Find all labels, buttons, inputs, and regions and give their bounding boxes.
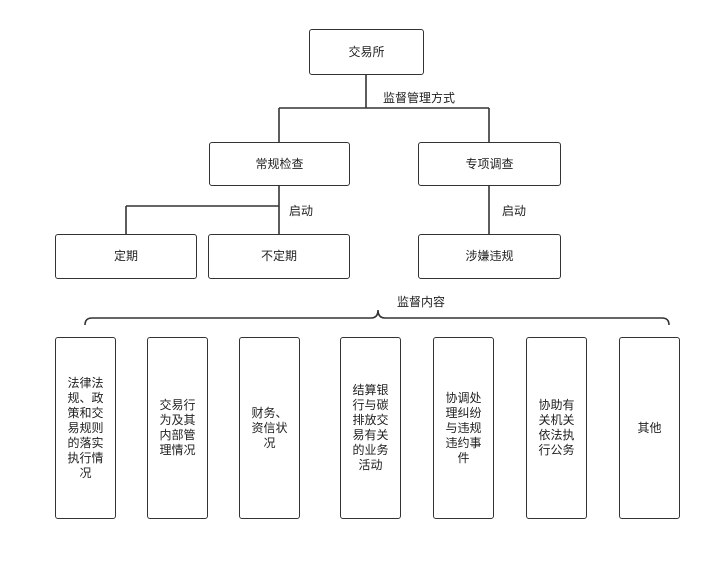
content-item: 结算银 行与碳 排放交 易有关 的业务 活动 <box>340 337 401 519</box>
content-item-label: 法律法 规、政 策和交 易规则 的落实 执行情 况 <box>67 375 104 480</box>
content-item: 协助有 关机关 依法执 行公务 <box>526 337 587 519</box>
label-supervision-content: 监督内容 <box>397 295 446 309</box>
label-start-right: 启动 <box>502 204 527 218</box>
node-exchange-label: 交易所 <box>348 44 385 59</box>
content-item-label: 财务、 资信状 况 <box>251 405 288 450</box>
node-irregular: 不定期 <box>208 234 350 279</box>
node-routine-check: 常规检查 <box>209 142 350 186</box>
node-suspected-violation-label: 涉嫌违规 <box>465 249 514 263</box>
content-item: 其他 <box>619 337 680 519</box>
node-irregular-label: 不定期 <box>260 249 297 263</box>
node-suspected-violation: 涉嫌违规 <box>418 234 561 279</box>
label-supervision-method: 监督管理方式 <box>383 91 456 105</box>
node-periodic-label: 定期 <box>113 249 138 263</box>
content-brace <box>84 309 670 326</box>
node-routine-check-label: 常规检查 <box>255 156 304 171</box>
content-item: 法律法 规、政 策和交 易规则 的落实 执行情 况 <box>55 337 116 519</box>
content-item-label: 交易行 为及其 内部管 理情况 <box>159 398 196 457</box>
content-item-label: 协助有 关机关 依法执 行公务 <box>538 398 575 457</box>
node-special-investigation-label: 专项调查 <box>465 156 514 171</box>
node-periodic: 定期 <box>55 234 197 279</box>
content-item: 协调处 理纠纷 与违规 违约事 件 <box>433 337 494 519</box>
content-item: 交易行 为及其 内部管 理情况 <box>147 337 208 519</box>
node-exchange: 交易所 <box>309 29 424 75</box>
content-item-label: 其他 <box>637 420 662 435</box>
content-item-label: 协调处 理纠纷 与违规 违约事 件 <box>445 390 482 465</box>
content-item-label: 结算银 行与碳 排放交 易有关 的业务 活动 <box>352 383 389 472</box>
content-item: 财务、 资信状 况 <box>239 337 300 519</box>
label-start-left: 启动 <box>289 204 314 218</box>
node-special-investigation: 专项调查 <box>418 142 561 186</box>
